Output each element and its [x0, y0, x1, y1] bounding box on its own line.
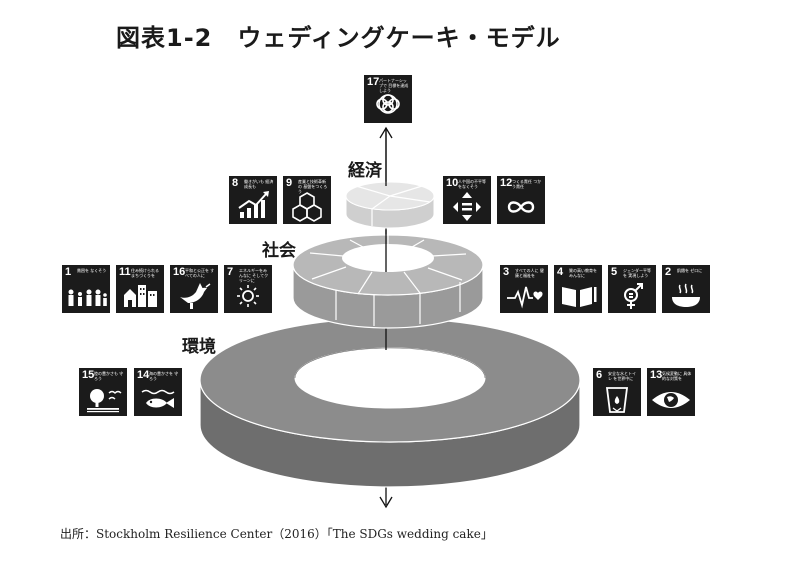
- sdg-number: 2: [665, 266, 672, 278]
- sdg-number: 17: [367, 76, 380, 88]
- sdg-title: 安全な水とトイレ を世界中に: [608, 371, 636, 381]
- sdg-title: すべての人に 健康と福祉を: [515, 268, 544, 278]
- gender-icon: [624, 283, 643, 309]
- eye-globe-icon: [652, 392, 690, 408]
- sdg-tile-1: 1 貧困を なくそう: [62, 265, 110, 313]
- tree-bird-icon: [87, 389, 122, 413]
- layer-label-biosphere: 環境: [182, 337, 216, 357]
- sdg-title: エネルギーをみんなに そしてクリーンに: [239, 268, 269, 283]
- sdg-tile-13: 13 気候変動に 具体的な対策を: [647, 368, 695, 416]
- cubes-icon: [292, 192, 322, 222]
- sdg-title: 産業と技術革新の 基盤をつくろう: [298, 179, 328, 194]
- sdg-tile-11: 11 住み続けられる まちづくりを: [116, 265, 164, 313]
- tier-society: [292, 234, 484, 329]
- equality-arrows-icon: [453, 192, 481, 221]
- city-icon: [124, 285, 157, 307]
- sdg-number: 3: [503, 266, 510, 278]
- sdg-number: 12: [500, 177, 513, 189]
- sdg-tile-6: 6 安全な水とトイレ を世界中に: [593, 368, 641, 416]
- sdg-title: 平和と公正を すべての人に: [185, 268, 215, 278]
- sdg-tile-17: 17 パートナーシップで 目標を達成しよう: [364, 75, 412, 123]
- sdg-tile-12: 12 つくる責任 つかう責任: [497, 176, 545, 224]
- figure-title: 図表1-2 ウェディングケーキ・モデル: [116, 24, 561, 52]
- layer-label-economy: 経済: [348, 161, 382, 181]
- sdg-tile-14: 14 海の豊かさを 守ろう: [134, 368, 182, 416]
- sdg-number: 4: [557, 266, 564, 278]
- sdg-title: 陸の豊かさも 守ろう: [94, 371, 124, 381]
- bowl-icon: [672, 283, 700, 307]
- dove-icon: [180, 283, 211, 309]
- sdg-number: 15: [82, 369, 95, 381]
- sdg-tile-16: 16 平和と公正を すべての人に: [170, 265, 218, 313]
- sdg-number: 7: [227, 266, 234, 278]
- sdg-number: 8: [232, 177, 239, 189]
- fish-icon: [141, 389, 175, 408]
- heartbeat-icon: [507, 286, 543, 309]
- sdg-tile-8: 8 働きがいも 経済成長も: [229, 176, 277, 224]
- tier-economy: [345, 181, 435, 229]
- arrow-head-down: [379, 496, 393, 509]
- tier-biosphere: [199, 317, 581, 488]
- sdg-title: 海の豊かさを 守ろう: [149, 371, 179, 381]
- sdg-tile-7: 7 エネルギーをみんなに そしてクリーンに: [224, 265, 272, 313]
- sdg-number: 11: [119, 266, 131, 278]
- sdg-number: 10: [446, 177, 459, 189]
- sdg-title: パートナーシップで 目標を達成しよう: [379, 78, 409, 93]
- sdg-number: 16: [173, 266, 186, 278]
- sdg-title: 働きがいも 経済成長も: [244, 179, 274, 189]
- sdg-title: 気候変動に 具体的な対策を: [662, 371, 692, 381]
- sdg-number: 5: [611, 266, 618, 278]
- sdg-tile-10: 10 人や国の不平等 をなくそう: [443, 176, 491, 224]
- sdg-title: 人や国の不平等 をなくそう: [458, 179, 486, 189]
- sdg-number: 14: [137, 369, 150, 381]
- sdg-title: 貧困を なくそう: [77, 268, 107, 273]
- sdg-tile-4: 4 質の高い教育を みんなに: [554, 265, 602, 313]
- layer-label-society: 社会: [262, 241, 296, 261]
- sdg-number: 6: [596, 369, 603, 381]
- people-family-icon: [68, 289, 107, 306]
- sdg-tile-9: 9 産業と技術革新の 基盤をつくろう: [283, 176, 331, 224]
- sdg-tile-3: 3 すべての人に 健康と福祉を: [500, 265, 548, 313]
- sun-icon: [237, 285, 259, 307]
- sdg-title: 飢餓を ゼロに: [677, 268, 703, 273]
- sdg-tile-5: 5 ジェンダー平等を 実現しよう: [608, 265, 656, 313]
- sdg-title: つくる責任 つかう責任: [512, 179, 542, 189]
- source-note: 出所：Stockholm Resilience Center（2016）「The…: [60, 527, 493, 541]
- book-icon: [562, 287, 597, 307]
- sdg-title: 質の高い教育を みんなに: [569, 268, 597, 278]
- sdg-number: 13: [650, 369, 663, 381]
- sdg-tile-15: 15 陸の豊かさも 守ろう: [79, 368, 127, 416]
- sdg-tile-2: 2 飢餓を ゼロに: [662, 265, 710, 313]
- infinity-icon: [507, 201, 535, 213]
- sdg-number: 1: [65, 266, 72, 278]
- sdg-number: 9: [286, 177, 293, 189]
- growth-chart-icon: [238, 191, 269, 218]
- sdg-title: ジェンダー平等を 実現しよう: [623, 268, 651, 278]
- rings-icon: [376, 94, 400, 114]
- water-glass-icon: [605, 387, 629, 413]
- sdg-title: 住み続けられる まちづくりを: [131, 268, 159, 278]
